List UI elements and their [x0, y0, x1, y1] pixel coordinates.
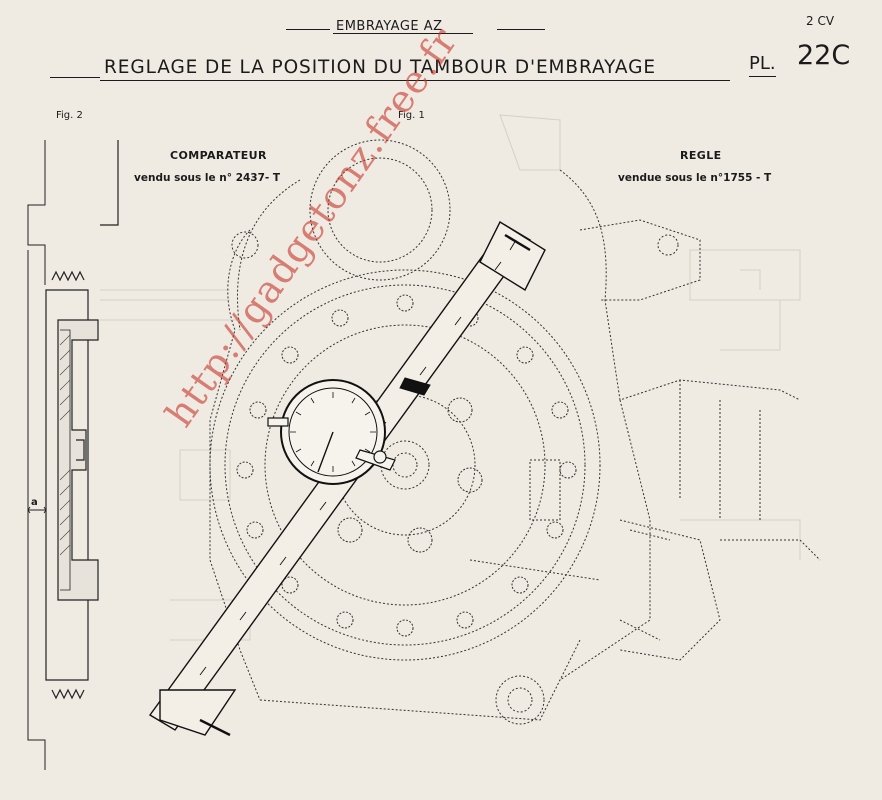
comparateur-ref: vendu sous le n° 2437- T [134, 172, 281, 184]
page-title: REGLAGE DE LA POSITION DU TAMBOUR D'EMBR… [104, 57, 656, 78]
fig1-label: Fig. 1 [398, 110, 425, 121]
plate-label: PL. [749, 53, 776, 77]
section-title: EMBRAYAGE AZ [336, 19, 443, 34]
main-title-rule-left [50, 77, 100, 78]
plate-number: 22C [797, 40, 851, 71]
dimension-a-label: a [31, 497, 38, 508]
comparateur-title: COMPARATEUR [170, 149, 267, 162]
fig2-label: Fig. 2 [56, 110, 83, 121]
title-rule-left [286, 29, 330, 30]
title-rule-right [497, 29, 545, 30]
model-label: 2 CV [806, 14, 835, 28]
regle-ref: vendue sous le n°1755 - T [618, 172, 772, 184]
page-title-underline [100, 80, 730, 81]
regle-title: REGLE [680, 149, 722, 162]
section-title-underline [333, 33, 473, 34]
